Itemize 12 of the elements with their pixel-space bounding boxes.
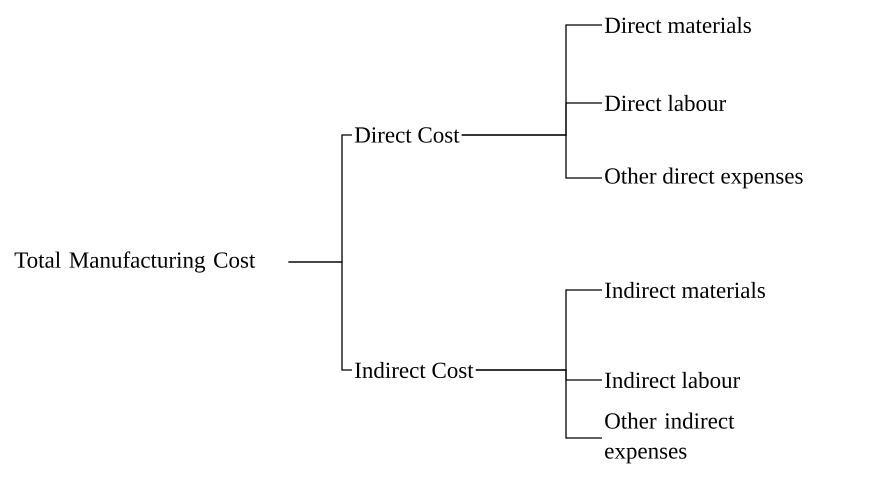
label-text: Indirect materials bbox=[605, 282, 765, 298]
label-text: Direct materials bbox=[604, 16, 751, 34]
connector-line bbox=[462, 134, 602, 179]
connector-line bbox=[288, 261, 352, 371]
label-text: Other direct expenses bbox=[605, 168, 803, 188]
label-text: Total Manufacturing Cost bbox=[14, 251, 256, 273]
connector-line bbox=[476, 369, 602, 439]
label-text: Direct labour bbox=[604, 94, 726, 112]
label-text: Direct Cost bbox=[354, 127, 460, 143]
label-text: Indirect labour bbox=[605, 372, 740, 388]
label-text: Indirect Cost bbox=[355, 362, 474, 378]
label-text: Other indirect expenses bbox=[605, 412, 734, 464]
